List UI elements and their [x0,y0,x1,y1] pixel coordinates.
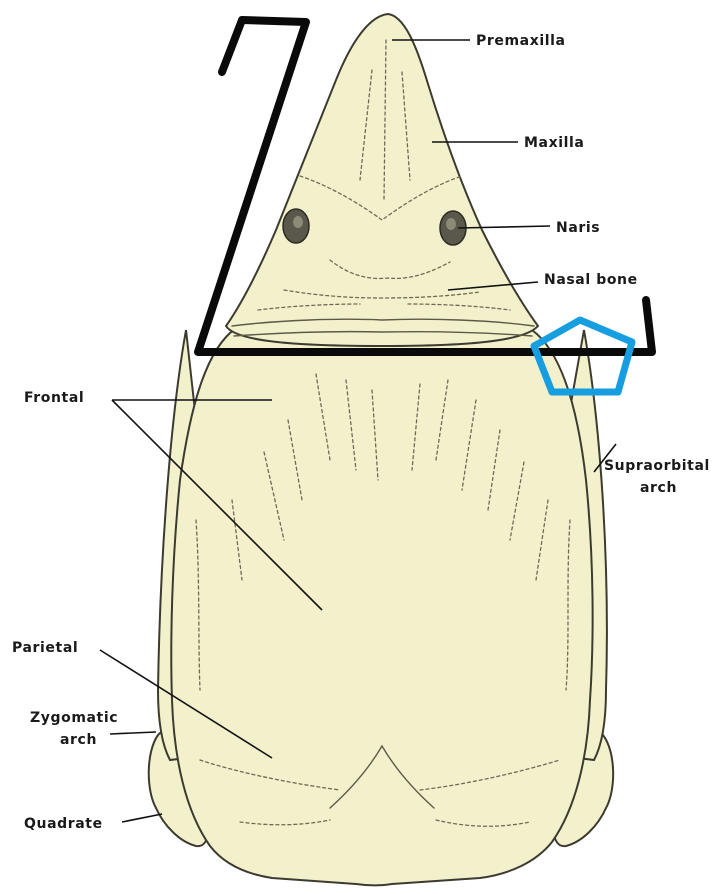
label-zygomatic-line2: arch [60,732,97,748]
label-maxilla: Maxilla [524,135,584,151]
label-nasal-bone: Nasal bone [544,272,638,288]
label-parietal: Parietal [12,640,78,656]
label-premaxilla: Premaxilla [476,33,566,49]
leader-zygomatic [110,732,156,734]
label-supraorbital-line1: Supraorbital [604,458,710,474]
snout-outline [226,14,538,346]
leader-quadrate [122,814,162,822]
label-frontal: Frontal [24,390,84,406]
label-naris: Naris [556,220,600,236]
label-supraorbital-line2: arch [640,480,677,496]
label-quadrate: Quadrate [24,816,103,832]
label-zygomatic-line1: Zygomatic [30,710,118,726]
